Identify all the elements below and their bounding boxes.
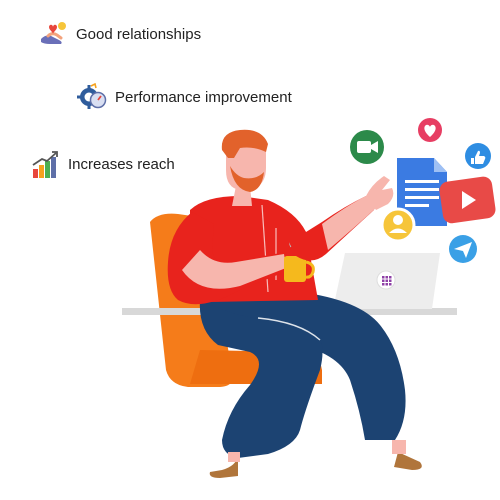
person-legs xyxy=(199,287,406,458)
profile-icon xyxy=(380,207,416,243)
video-call-icon xyxy=(350,130,384,164)
gear-gauge-icon xyxy=(77,83,107,109)
thumbs-up-icon xyxy=(465,143,491,169)
benefit-label: Increases reach xyxy=(68,155,175,173)
heart-icon xyxy=(418,118,442,142)
growth-bars-icon xyxy=(32,151,58,178)
coffee-mug xyxy=(284,233,315,282)
person-head xyxy=(221,129,268,206)
person-right-arm xyxy=(270,176,394,261)
play-icon xyxy=(439,176,496,224)
document-icon xyxy=(397,158,447,226)
benefit-performance-improvement: Performance improvement xyxy=(77,83,292,111)
benefit-increases-reach: Increases reach xyxy=(30,150,175,178)
benefit-good-relationships: Good relationships xyxy=(38,20,201,48)
person-left-arm xyxy=(167,212,290,305)
benefit-label: Good relationships xyxy=(76,25,202,43)
handshake-heart-icon xyxy=(41,22,66,44)
benefit-label: Performance improvement xyxy=(115,88,292,106)
person-shoes xyxy=(209,440,422,478)
send-icon xyxy=(449,235,477,263)
